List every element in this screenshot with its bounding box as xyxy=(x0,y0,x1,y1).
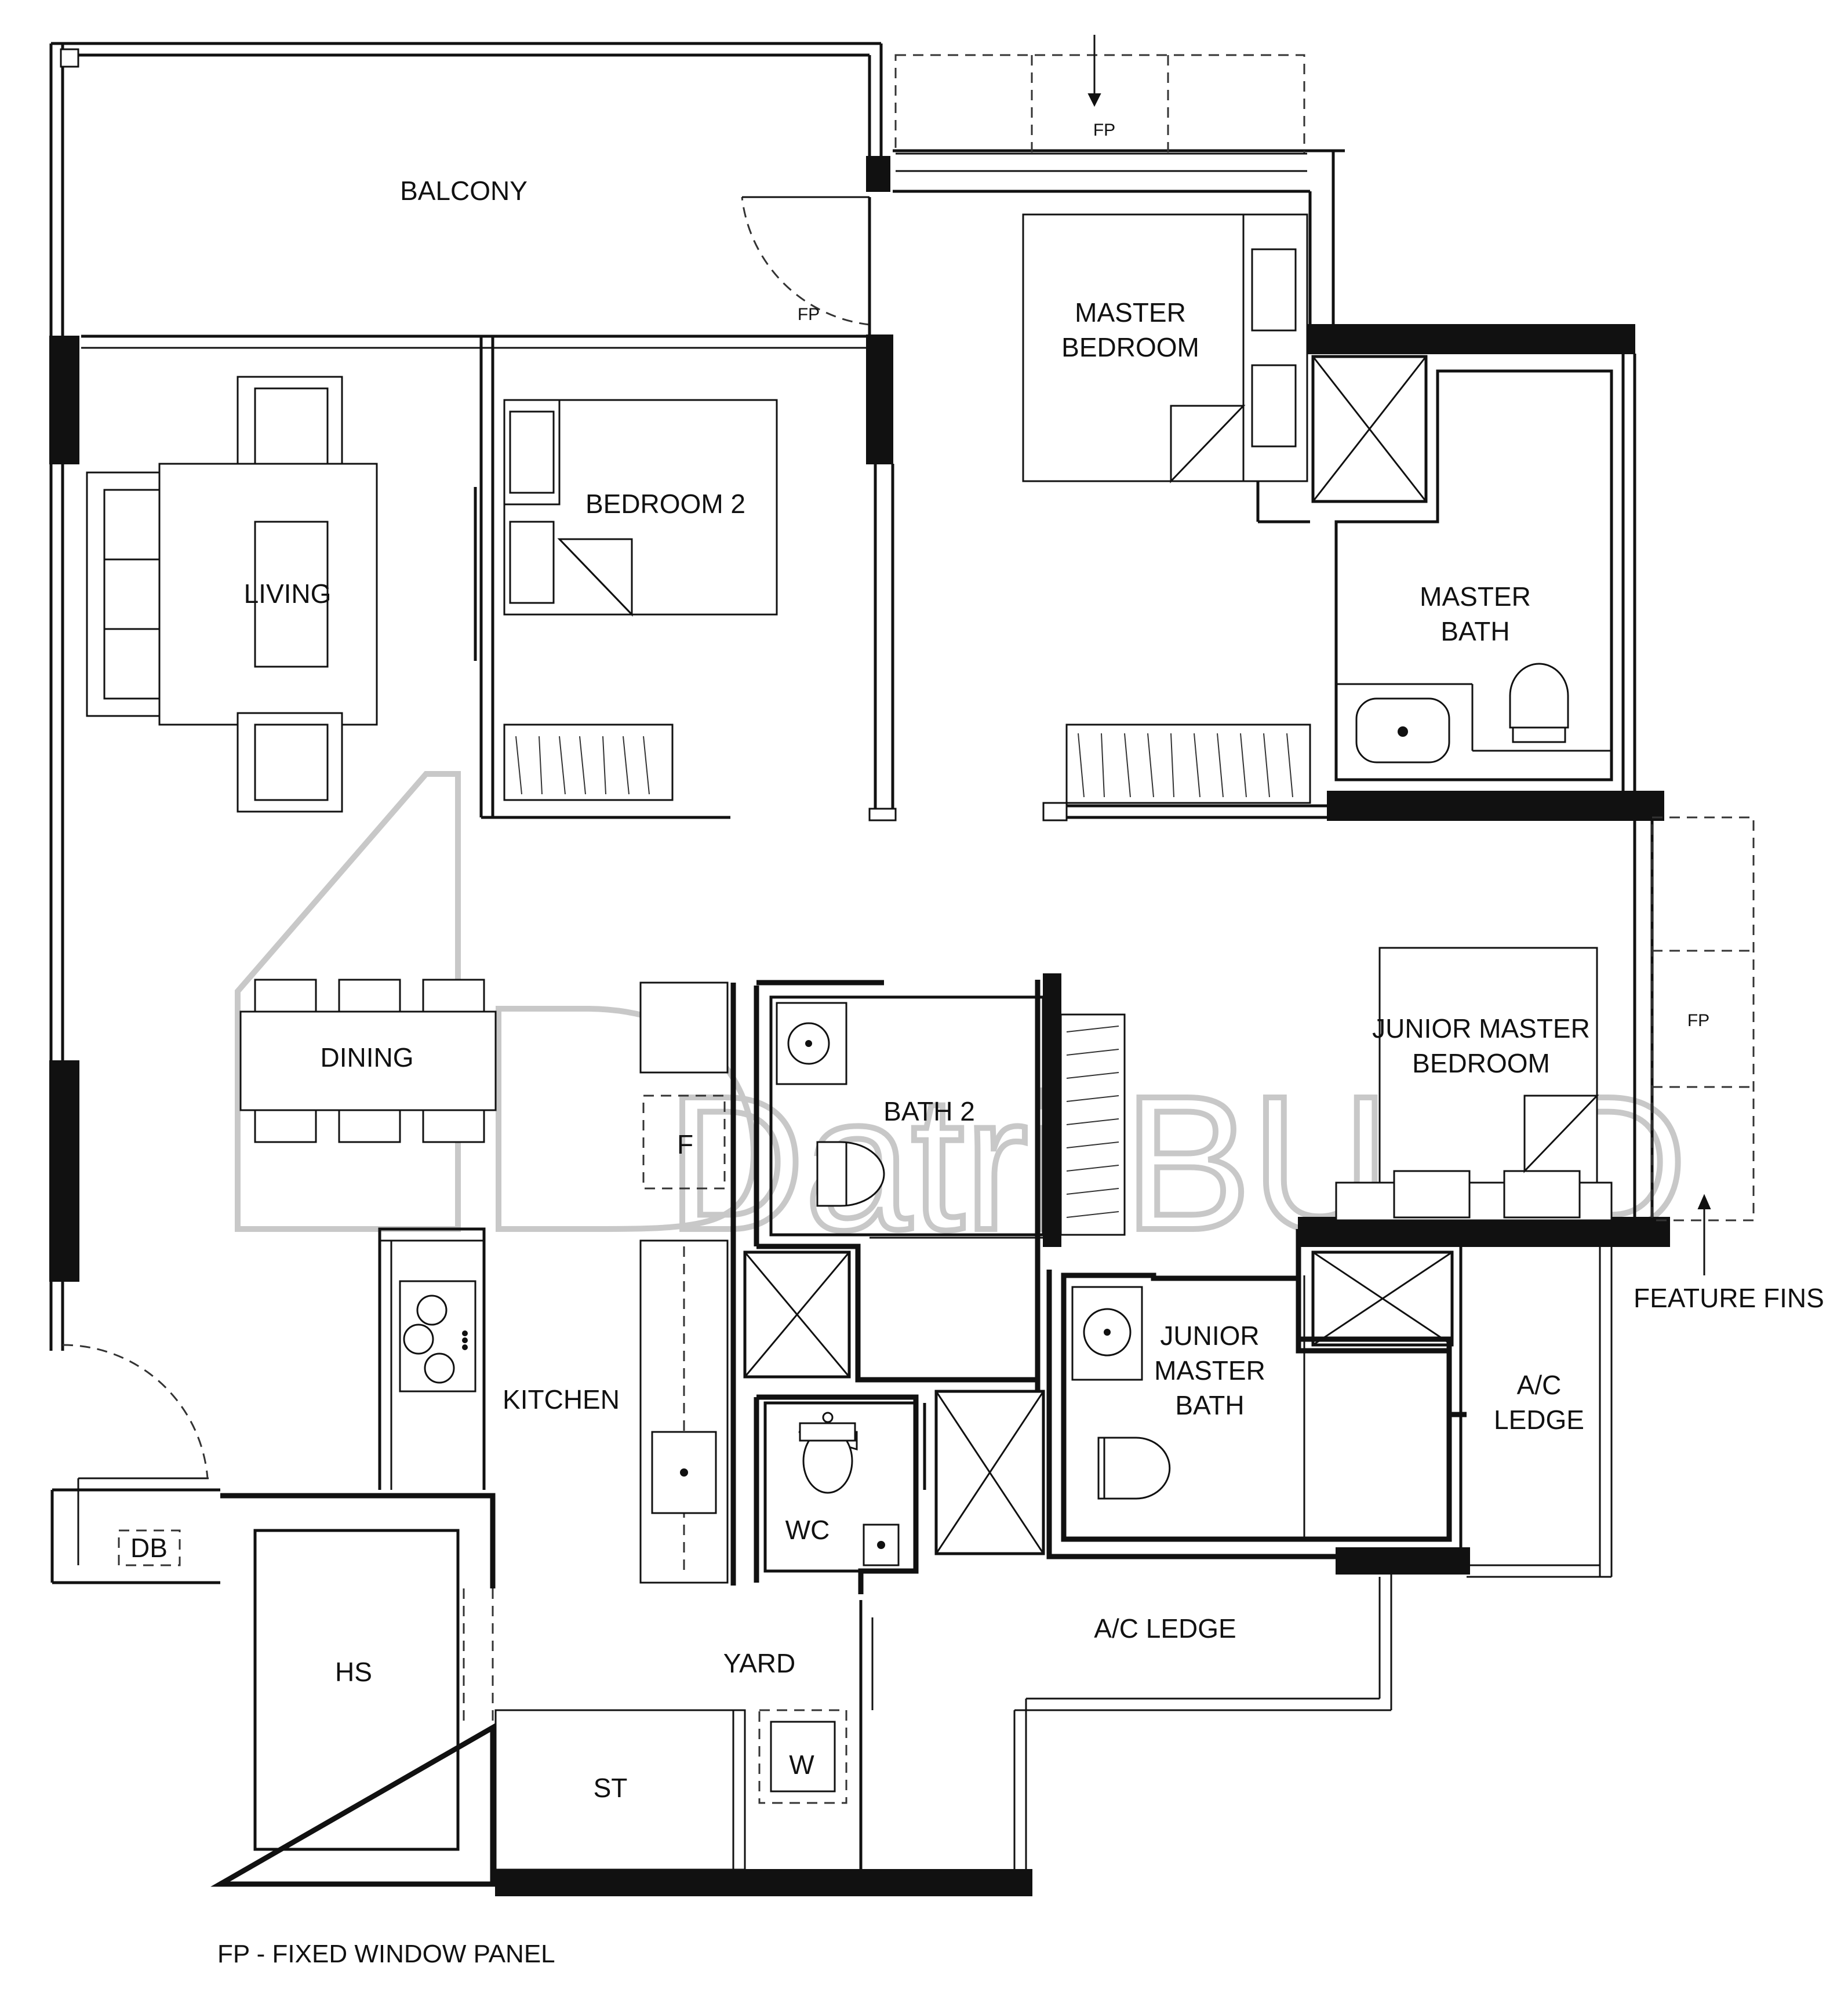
label-bath-2: BATH 2 xyxy=(883,1096,975,1126)
label-junior-master-bedroom-line2: BEDROOM xyxy=(1412,1048,1550,1078)
label-master-bedroom-line1: MASTER xyxy=(1075,297,1186,328)
junior-master-bedroom xyxy=(1335,947,1613,1221)
label-ac-ledge-right-line2: LEDGE xyxy=(1494,1405,1584,1435)
bedroom2-furniture xyxy=(503,399,778,801)
label-living: LIVING xyxy=(244,579,332,609)
label-yard: YARD xyxy=(723,1648,795,1678)
label-fridge: F xyxy=(677,1129,693,1159)
label-balcony: BALCONY xyxy=(400,176,528,206)
label-st: ST xyxy=(594,1773,628,1803)
bath2 xyxy=(730,973,1126,1586)
fp-right-panels xyxy=(1651,816,1755,1275)
outer-walls xyxy=(49,42,1670,1896)
annotation-fp-balcony-door: FP xyxy=(798,305,820,324)
label-junior-master-bath-line2: MASTER xyxy=(1154,1355,1265,1386)
label-wc: WC xyxy=(785,1515,830,1545)
living-furniture xyxy=(86,376,477,813)
label-master-bath-line2: BATH xyxy=(1440,616,1509,646)
label-db: DB xyxy=(130,1533,168,1563)
junior-master-bath xyxy=(1046,1229,1470,1575)
master-bedroom-furniture xyxy=(1022,213,1311,804)
label-ac-ledge-right-line1: A/C xyxy=(1517,1370,1562,1400)
label-master-bath-line1: MASTER xyxy=(1420,581,1531,612)
wardrobe-hatching xyxy=(515,736,650,795)
wc xyxy=(754,1390,1045,1594)
master-bath xyxy=(1311,355,1613,781)
label-master-bedroom-line2: BEDROOM xyxy=(1061,332,1199,362)
label-junior-master-bath-line1: JUNIOR xyxy=(1160,1321,1259,1351)
annotations: FP FP FP FEATURE FINS FP - FIXED WINDOW … xyxy=(217,121,1824,1968)
master-wardrobe-hatching xyxy=(1078,733,1293,798)
yard xyxy=(494,1600,874,1873)
fp-top-panels xyxy=(894,35,1307,172)
label-junior-master-bath-line3: BATH xyxy=(1175,1390,1244,1420)
legend-fixed-window-panel: FP - FIXED WINDOW PANEL xyxy=(217,1940,555,1968)
label-washer: W xyxy=(789,1750,814,1780)
annotation-fp-right: FP xyxy=(1687,1011,1709,1030)
label-kitchen: KITCHEN xyxy=(503,1384,620,1415)
annotation-feature-fins: FEATURE FINS xyxy=(1634,1283,1824,1313)
annotation-fp-top: FP xyxy=(1093,121,1115,140)
dining-furniture xyxy=(239,979,497,1143)
label-dining: DINING xyxy=(321,1042,414,1072)
label-ac-ledge-bottom: A/C LEDGE xyxy=(1094,1613,1236,1644)
label-junior-master-bedroom-line1: JUNIOR MASTER xyxy=(1372,1013,1590,1044)
balcony-door xyxy=(741,196,871,336)
label-bedroom-2: BEDROOM 2 xyxy=(585,489,745,519)
kitchen xyxy=(378,981,729,1584)
label-hs: HS xyxy=(335,1657,372,1687)
room-labels: BALCONY LIVING BEDROOM 2 MASTER BEDROOM … xyxy=(130,176,1590,1803)
